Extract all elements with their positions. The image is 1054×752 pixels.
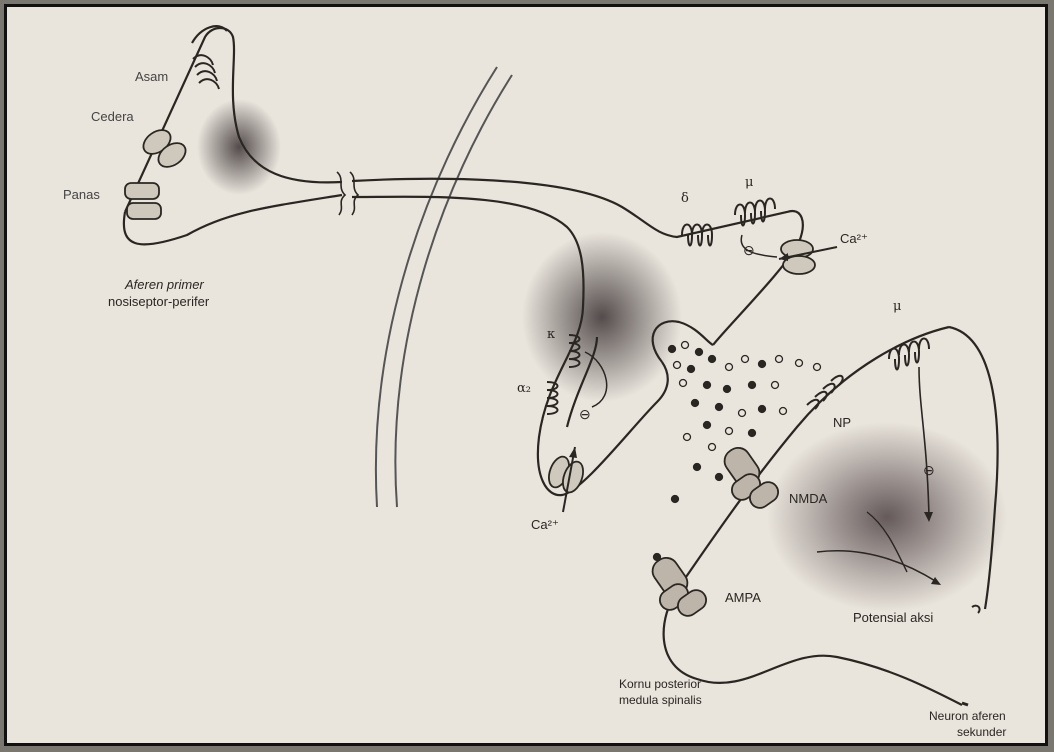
shade-postsynaptic: [767, 422, 1007, 612]
label-alpha2: α₂: [517, 381, 531, 396]
label-kornu-line2: medula spinalis: [619, 693, 702, 708]
label-kornu-line1: Kornu posterior: [619, 677, 701, 692]
label-neuron-line1: Neuron aferen: [929, 709, 1006, 724]
receptor-np: [807, 376, 843, 409]
minus-icon: ⊖: [579, 407, 591, 422]
label-ca-bottom: Ca²⁺: [531, 517, 559, 532]
minus-icon: ⊖: [743, 243, 755, 258]
label-ampa: AMPA: [725, 590, 761, 605]
label-nosiseptor-perifer: nosiseptor-perifer: [108, 294, 209, 309]
label-ca-top: Ca²⁺: [840, 231, 868, 246]
label-panas: Panas: [63, 187, 100, 202]
label-nmda: NMDA: [789, 491, 827, 506]
primary-afferent-outline: [124, 26, 803, 495]
minus-icon: ⊖: [923, 463, 935, 478]
receptor-asam: [193, 55, 219, 89]
calcium-channel-bottom: [545, 454, 587, 495]
label-mu-top: μ: [745, 175, 753, 190]
receptor-mu-postsynaptic: [889, 339, 929, 370]
shade-soma: [197, 99, 281, 195]
label-mu-right: μ: [893, 299, 901, 314]
label-asam: Asam: [135, 69, 168, 84]
figure-frame: Asam Cedera Panas Aferen primer nosisept…: [4, 4, 1048, 746]
label-aferen-primer: Aferen primer: [125, 277, 204, 292]
shade-terminal: [522, 232, 682, 402]
pain-pathway-diagram: [7, 7, 1048, 746]
label-cedera: Cedera: [91, 109, 134, 124]
label-kappa: κ: [547, 327, 555, 342]
receptor-mu-presynaptic: [735, 199, 775, 226]
label-neuron-line2: sekunder: [957, 725, 1006, 740]
break-mark: [350, 172, 358, 215]
spinal-boundary-inner: [395, 75, 512, 507]
break-mark: [337, 172, 345, 215]
label-delta: δ: [681, 191, 689, 206]
receptor-ampa: [648, 553, 710, 620]
label-potensial-aksi: Potensial aksi: [853, 610, 933, 625]
label-np: NP: [833, 415, 851, 430]
receptor-nmda: [720, 443, 782, 512]
